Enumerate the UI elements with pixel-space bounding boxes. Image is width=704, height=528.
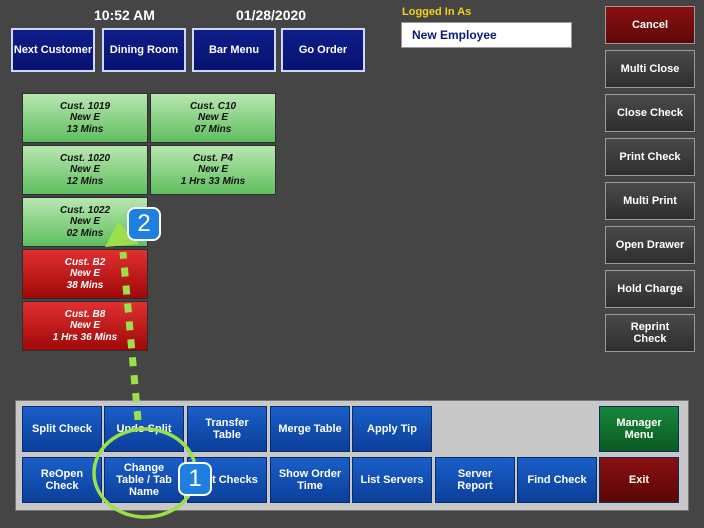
exit-button[interactable]: Exit (599, 457, 679, 503)
bar-menu-button[interactable]: Bar Menu (192, 28, 276, 72)
apply-tip-button[interactable]: Apply Tip (352, 406, 432, 452)
arrow-head-icon (105, 222, 139, 247)
server-report-button[interactable]: Server Report (435, 457, 515, 503)
manager-menu-button[interactable]: Manager Menu (599, 406, 679, 452)
change-table-tab-name-button[interactable]: Change Table / Tab Name (104, 457, 184, 503)
hold-charge-button[interactable]: Hold Charge (605, 270, 695, 308)
step-2-badge: 2 (127, 207, 161, 241)
employee-name-field: New Employee (401, 22, 572, 48)
reprint-check-button[interactable]: Reprint Check (605, 314, 695, 352)
multi-print-button[interactable]: Multi Print (605, 182, 695, 220)
cancel-button[interactable]: Cancel (605, 6, 695, 44)
current-date: 01/28/2020 (236, 7, 307, 23)
print-check-button[interactable]: Print Check (605, 138, 695, 176)
split-check-button[interactable]: Split Check (22, 406, 102, 452)
step-1-badge: 1 (178, 462, 212, 496)
reopen-check-button[interactable]: ReOpen Check (22, 457, 102, 503)
logged-in-label: Logged In As (402, 6, 472, 18)
next-customer-button[interactable]: Next Customer (11, 28, 95, 72)
go-order-button[interactable]: Go Order (281, 28, 365, 72)
merge-table-button[interactable]: Merge Table (270, 406, 350, 452)
dashed-arrow-line (119, 251, 142, 421)
show-order-time-button[interactable]: Show Order Time (270, 457, 350, 503)
close-check-button[interactable]: Close Check (605, 94, 695, 132)
dining-room-button[interactable]: Dining Room (102, 28, 186, 72)
open-drawer-button[interactable]: Open Drawer (605, 226, 695, 264)
transfer-table-button[interactable]: Transfer Table (187, 406, 267, 452)
multi-close-button[interactable]: Multi Close (605, 50, 695, 88)
clock-time: 10:52 AM (94, 7, 155, 23)
find-check-button[interactable]: Find Check (517, 457, 597, 503)
list-servers-button[interactable]: List Servers (352, 457, 432, 503)
